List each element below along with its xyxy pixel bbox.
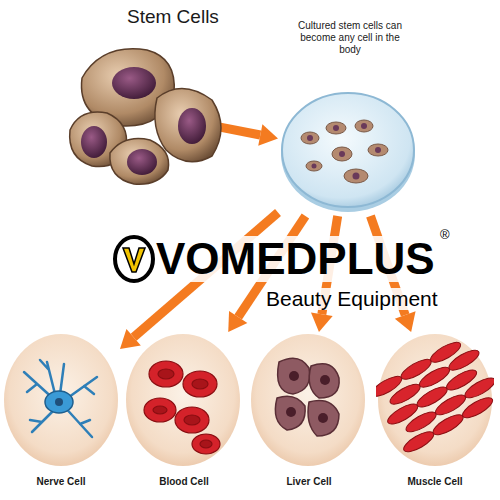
- arrow-head: [395, 311, 416, 332]
- stem-cells-illustration: [62, 38, 232, 188]
- stem-cell-group: Stem Cells: [55, 6, 255, 194]
- registered-mark: ®: [440, 228, 450, 242]
- muscle-cell-illustration: [376, 332, 494, 468]
- cell-label: Muscle Cell: [407, 476, 462, 488]
- arrow-head: [120, 329, 141, 349]
- arrow-head: [228, 311, 247, 332]
- cell-type-circle: Muscle Cell: [374, 330, 496, 496]
- cell-type-circle: Blood Cell: [123, 330, 245, 496]
- watermark-brand: VOMEDPLUS: [156, 236, 435, 282]
- cell-label: Blood Cell: [159, 476, 208, 488]
- blood-cell-illustration: [124, 332, 242, 468]
- cell-type-circle: Nerve Cell: [0, 330, 122, 496]
- arrow-head: [311, 312, 333, 332]
- cell-label: Liver Cell: [286, 476, 331, 488]
- culture-dish: Cultured stem cells can become any cell …: [275, 14, 425, 219]
- heading: Stem Cells: [127, 6, 219, 29]
- petri-dish: [278, 88, 418, 216]
- cell-type-circle: Liver Cell: [248, 330, 370, 496]
- cell-label: Nerve Cell: [37, 476, 86, 488]
- nerve-cell-illustration: [2, 332, 120, 468]
- watermark-tagline: Beauty Equipment: [266, 288, 438, 310]
- orange-arrow: [212, 124, 278, 146]
- logo-icon: [112, 234, 156, 284]
- liver-cell-illustration: [249, 332, 367, 468]
- arrow-head: [258, 124, 278, 146]
- caption-text: Cultured stem cells can become any cell …: [294, 20, 406, 56]
